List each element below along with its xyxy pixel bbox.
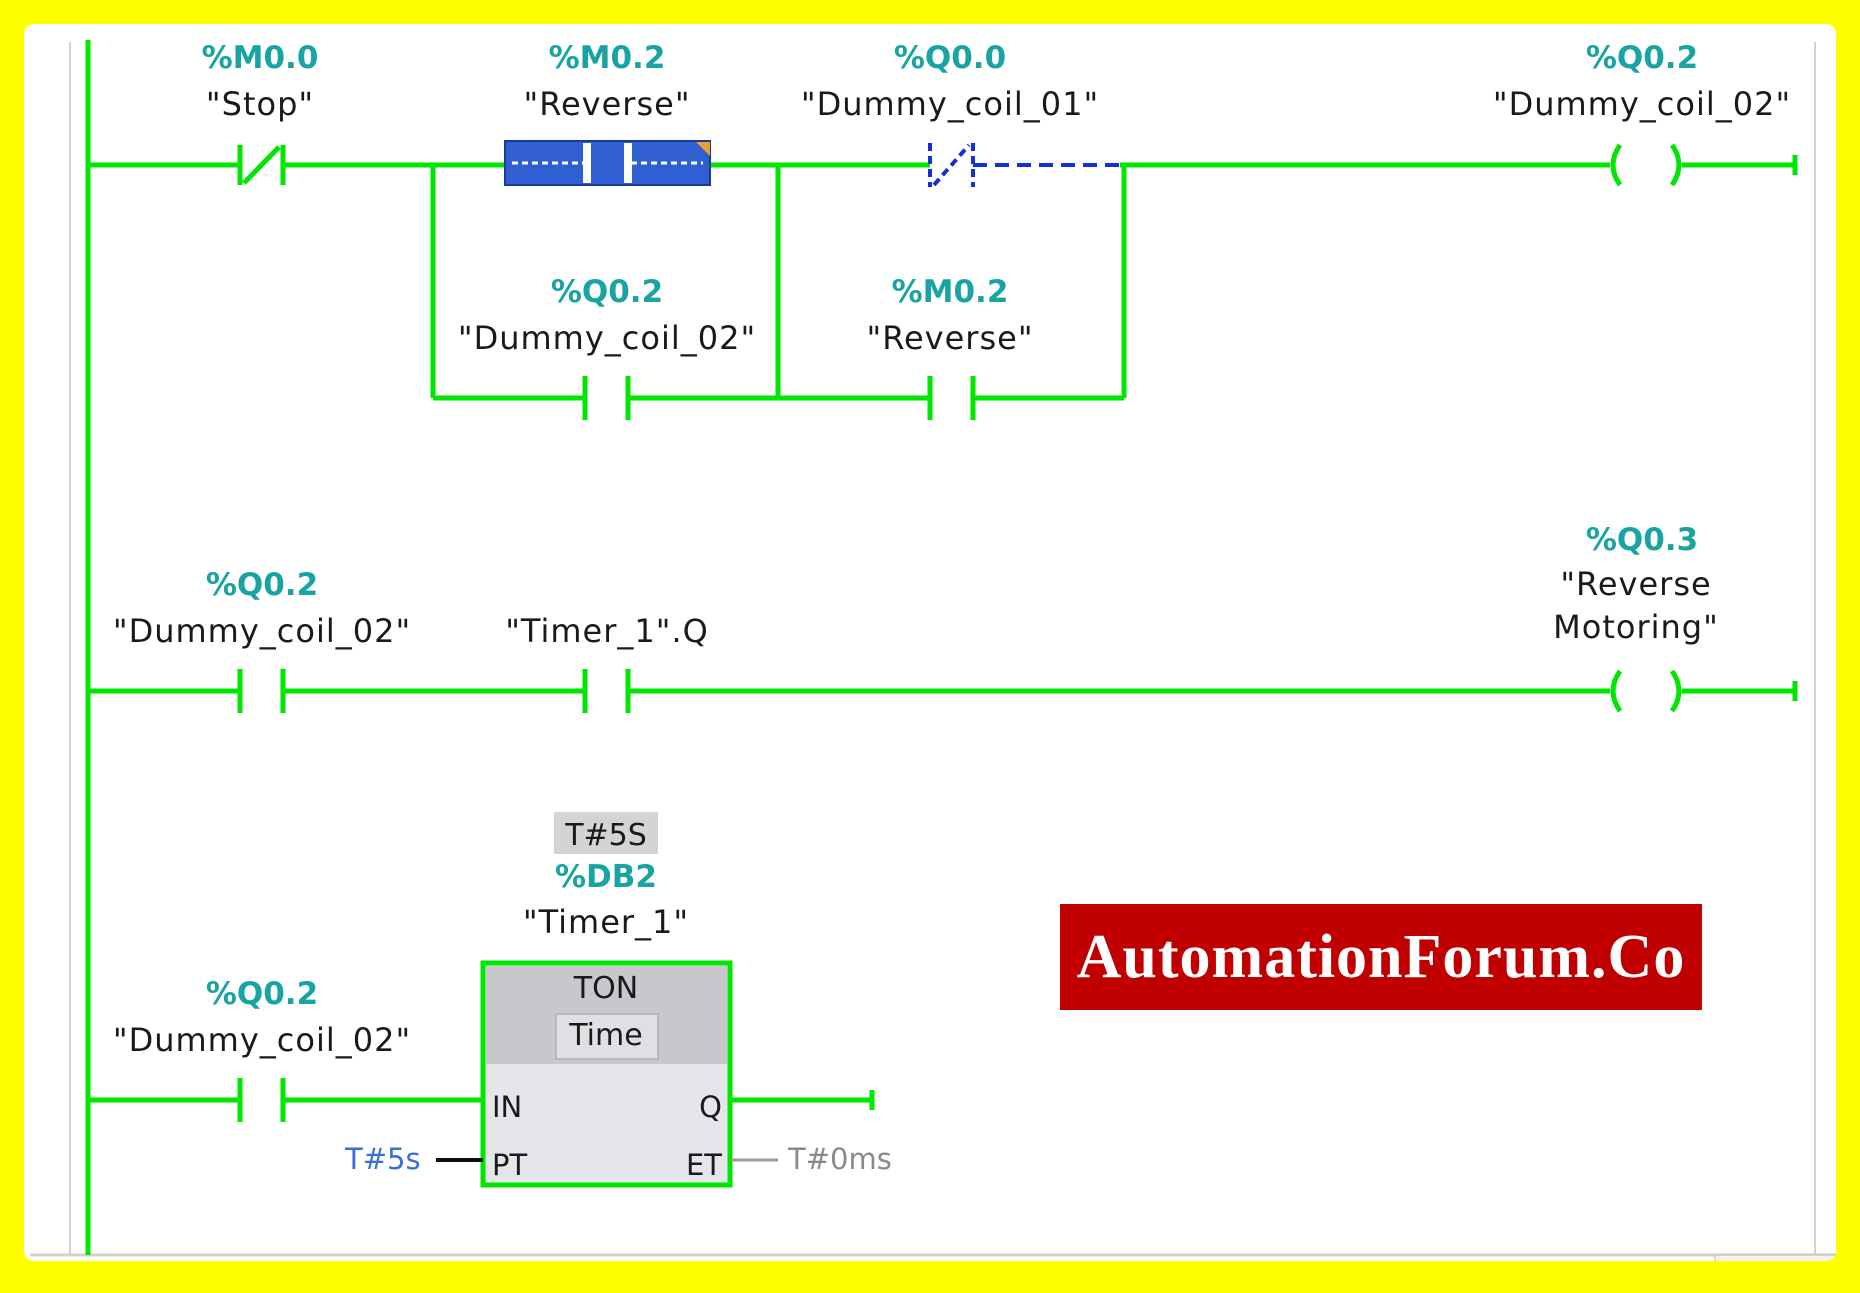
reverse-address: %M0.2 <box>549 40 666 76</box>
editor-frame-lines <box>30 42 1836 1257</box>
dummy02-branch-address: %Q0.2 <box>551 274 663 310</box>
dummy02-branch-tag: "Dummy_coil_02" <box>458 319 756 357</box>
contact-reverse-branch[interactable] <box>927 376 976 420</box>
net3-dummy02-tag: "Dummy_coil_02" <box>113 1021 411 1059</box>
dummy01-address: %Q0.0 <box>894 40 1006 76</box>
contact-dummy-coil-02-net3[interactable] <box>237 1078 286 1122</box>
contact-dummy-coil-02-branch[interactable] <box>582 376 631 420</box>
reverse-motoring-address: %Q0.3 <box>1586 522 1698 558</box>
dummy02-coil-tag: "Dummy_coil_02" <box>1493 85 1791 123</box>
reverse-motoring-tag-line2: Motoring" <box>1553 608 1719 646</box>
watermark-banner: AutomationForum.Co <box>1060 904 1702 1010</box>
stop-tag: "Stop" <box>206 85 314 123</box>
timer-db-address: %DB2 <box>555 859 657 895</box>
pin-et: ET <box>686 1148 722 1182</box>
contact-stop-nc[interactable] <box>237 145 286 185</box>
coil-dummy-coil-02[interactable] <box>1610 143 1682 187</box>
reverse-motoring-tag-line1: "Reverse <box>1560 565 1711 603</box>
net2-dummy02-address: %Q0.2 <box>206 567 318 603</box>
pin-pt: PT <box>492 1148 527 1182</box>
network-2 <box>88 681 1798 701</box>
stop-address: %M0.0 <box>202 40 319 76</box>
preset-badge-text: T#5S <box>564 818 647 853</box>
ladder-editor: %M0.0 "Stop" %M0.2 "Reverse" %Q0.0 "Dumm… <box>24 24 1836 1261</box>
coil-reverse-motoring[interactable] <box>1610 669 1682 713</box>
network-3 <box>88 1090 875 1110</box>
preset-badge <box>554 812 658 854</box>
contact-dummy-coil-01-nc[interactable] <box>928 143 1120 187</box>
timer-subtype: Time <box>568 1018 642 1053</box>
net3-dummy02-address: %Q0.2 <box>206 976 318 1012</box>
pin-q: Q <box>699 1090 722 1124</box>
reverse-tag: "Reverse" <box>523 85 690 123</box>
reverse-branch-tag: "Reverse" <box>866 319 1033 357</box>
pt-value[interactable]: T#5s <box>344 1142 421 1176</box>
timer-type: TON <box>573 971 638 1006</box>
contact-dummy-coil-02-net2[interactable] <box>237 669 286 713</box>
pin-in: IN <box>492 1090 522 1124</box>
watermark-text: AutomationForum.Co <box>1076 922 1686 991</box>
contact-timer-q[interactable] <box>582 669 631 713</box>
timer-q-tag: "Timer_1".Q <box>505 612 709 650</box>
scroll-corner <box>1714 1254 1836 1261</box>
timer-instance-name: "Timer_1" <box>523 903 689 941</box>
et-value: T#0ms <box>787 1142 892 1176</box>
reverse-branch-address: %M0.2 <box>892 274 1009 310</box>
dummy01-tag: "Dummy_coil_01" <box>801 85 1099 123</box>
contact-reverse-selected[interactable] <box>504 140 711 186</box>
dummy02-coil-address: %Q0.2 <box>1586 40 1698 76</box>
ton-timer-block[interactable] <box>480 960 733 1188</box>
network-1 <box>88 155 1798 401</box>
net2-dummy02-tag: "Dummy_coil_02" <box>113 612 411 650</box>
ladder-diagram: %M0.0 "Stop" %M0.2 "Reverse" %Q0.0 "Dumm… <box>30 40 1836 1261</box>
